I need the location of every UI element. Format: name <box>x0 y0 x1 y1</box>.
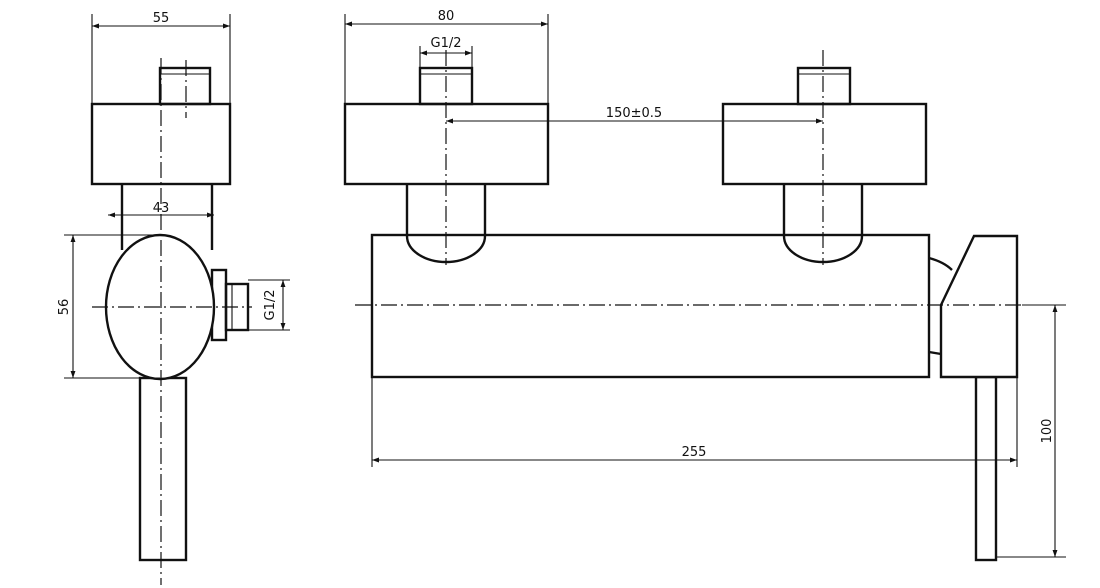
dimension-label: G1/2 <box>431 36 462 51</box>
side-inlet-thread <box>158 66 212 106</box>
front-handle-head <box>939 234 1019 379</box>
front-view: 80 G1/2 150±0.5 255 100 <box>343 9 1066 562</box>
side-view: 55 43 56 G1/2 <box>57 11 290 585</box>
dimension-side-body-width: 43 <box>108 201 214 218</box>
front-right-inlet-thread <box>796 66 852 106</box>
dimension-side-thread: G1/2 <box>248 279 290 331</box>
dimension-label: 150±0.5 <box>606 106 662 121</box>
dimension-label: 100 <box>1040 419 1055 444</box>
dimension-label: 80 <box>438 9 455 24</box>
dimension-side-width: 55 <box>91 11 231 104</box>
dimension-body-length: 255 <box>371 377 1018 467</box>
dimension-label: 255 <box>682 445 707 460</box>
front-handle-lever <box>974 375 998 562</box>
dimension-label: 56 <box>57 299 72 316</box>
dimension-front-thread: G1/2 <box>419 36 473 68</box>
dimension-front-block-width: 80 <box>344 9 549 104</box>
side-handle <box>138 376 188 562</box>
dimension-label: G1/2 <box>263 290 278 321</box>
front-handle-joint <box>928 256 953 356</box>
dimension-inlet-spacing: 150±0.5 <box>446 106 823 124</box>
dimension-label: 55 <box>153 11 170 26</box>
dimension-side-height: 56 <box>57 234 160 379</box>
front-body <box>370 233 931 379</box>
front-right-block <box>721 102 928 186</box>
dimension-handle-height: 100 <box>996 304 1066 558</box>
dimension-label: 43 <box>153 201 170 216</box>
